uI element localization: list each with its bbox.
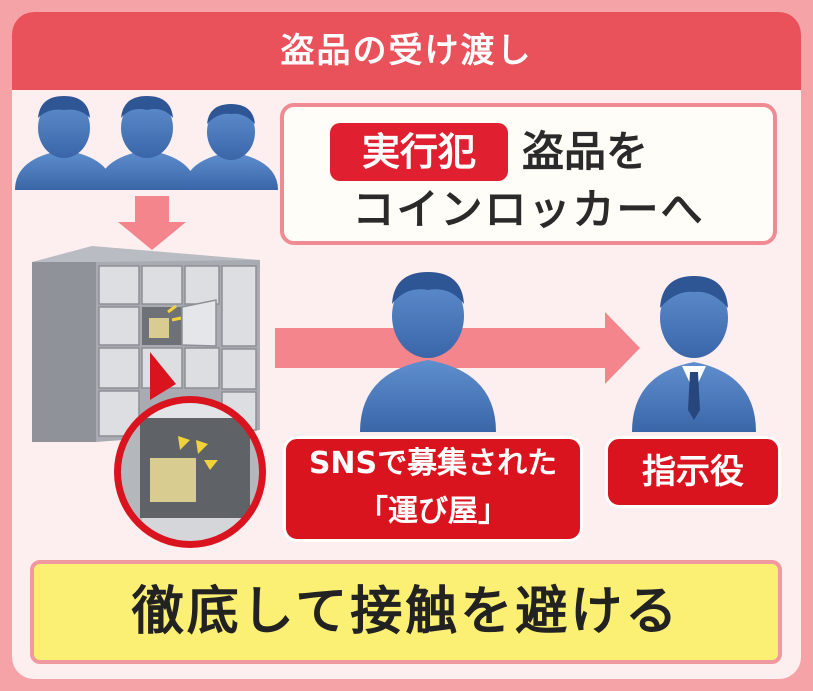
magnifier-icon	[114, 396, 266, 548]
courier-label: SNSで募集された 「運び屋」	[283, 436, 583, 542]
summary-text: 徹底して接触を避ける	[131, 582, 681, 642]
businessman-icon	[632, 276, 756, 432]
header-title: 盗品の受け渡し	[280, 31, 533, 71]
coin-locker-icon	[32, 246, 260, 442]
person-icon-1	[15, 96, 113, 190]
callout-text-line1: 盗品を	[522, 127, 649, 176]
summary-box: 徹底して接触を避ける	[30, 560, 782, 664]
boss-label: 指示役	[605, 436, 781, 508]
perpetrator-callout: 実行犯 盗品を コインロッカーへ	[280, 103, 777, 245]
courier-person-icon	[360, 272, 496, 432]
person-icon-2	[98, 96, 196, 190]
header-bar: 盗品の受け渡し	[12, 12, 801, 90]
courier-label-line2: 「運び屋」	[358, 494, 508, 529]
callout-text-line2: コインロッカーへ	[352, 185, 705, 234]
arrow-down-icon	[118, 196, 186, 250]
person-icon-3	[184, 104, 278, 190]
zoom-pointer	[150, 352, 176, 400]
perpetrator-badge: 実行犯	[330, 123, 508, 181]
courier-label-line1: SNSで募集された	[308, 446, 558, 481]
